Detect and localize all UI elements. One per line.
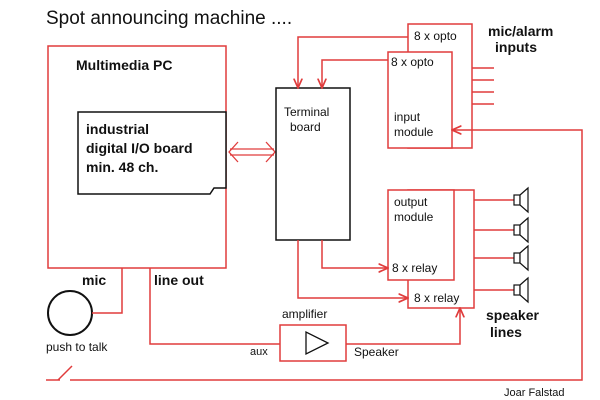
author-credit: Joar Falstad (504, 387, 565, 399)
push-to-talk-switch (46, 365, 88, 381)
amplifier-aux-label: aux (250, 346, 268, 358)
line-out-label: line out (154, 272, 204, 288)
wire-terminal-to-relay-back (297, 240, 408, 298)
io-terminal-link (228, 141, 276, 163)
opto-front-box (387, 51, 453, 149)
terminal-board-line2: board (290, 120, 321, 134)
wire-push-to-talk-to-input-module (88, 130, 583, 381)
mic-label: mic (82, 272, 106, 288)
input-module-line2: module (394, 125, 434, 139)
amplifier: amplifier aux Speaker (250, 307, 399, 362)
io-board-line3: min. 48 ch. (86, 159, 158, 175)
pc-label: Multimedia PC (76, 57, 172, 73)
speaker-icon (513, 216, 529, 244)
mic-alarm-input-lines (472, 67, 494, 105)
mic-alarm-label-line1: mic/alarm (488, 23, 553, 39)
output-module-line1: output (394, 195, 428, 209)
amplifier-speaker-label: Speaker (354, 345, 399, 359)
io-board-line1: industrial (86, 121, 149, 137)
speaker-lines-label-line2: lines (490, 324, 522, 340)
mic-alarm-label-line2: inputs (495, 39, 537, 55)
relay-front-label: 8 x relay (392, 261, 437, 275)
wire-line-out-to-amplifier (149, 268, 280, 345)
terminal-board: Terminal board (275, 87, 351, 241)
wire-terminal-to-relay-front (321, 240, 388, 268)
wire-amplifier-to-relay (346, 308, 460, 345)
speaker-icon (513, 186, 529, 214)
mic-symbol (47, 290, 93, 336)
multimedia-pc: Multimedia PC industrial digital I/O boa… (47, 45, 227, 269)
speaker-icon (513, 276, 529, 304)
wire-opto-back-to-terminal (298, 36, 408, 88)
speaker-icon (513, 244, 529, 272)
output-module: output module 8 x relay 8 x relay (387, 189, 475, 309)
output-module-line2: module (394, 210, 434, 224)
relay-front-box (387, 189, 455, 281)
opto-front-label: 8 x opto (391, 55, 434, 69)
wire-opto-front-to-terminal (322, 59, 388, 88)
push-to-talk-label: push to talk (46, 340, 108, 354)
amplifier-title: amplifier (282, 307, 327, 321)
relay-back-label: 8 x relay (414, 291, 459, 305)
terminal-board-box (275, 87, 351, 241)
terminal-board-line1: Terminal (284, 105, 329, 119)
io-board-box (77, 111, 227, 195)
wire-mic-to-pc (92, 268, 123, 314)
diagram-title: Spot announcing machine .... (46, 8, 292, 29)
io-board-line2: digital I/O board (86, 140, 193, 156)
amplifier-icon (305, 330, 330, 356)
speaker-lines-label-line1: speaker (486, 307, 539, 323)
speaker-lines (474, 199, 514, 291)
opto-back-label: 8 x opto (414, 29, 457, 43)
input-module-line1: input (394, 110, 421, 124)
